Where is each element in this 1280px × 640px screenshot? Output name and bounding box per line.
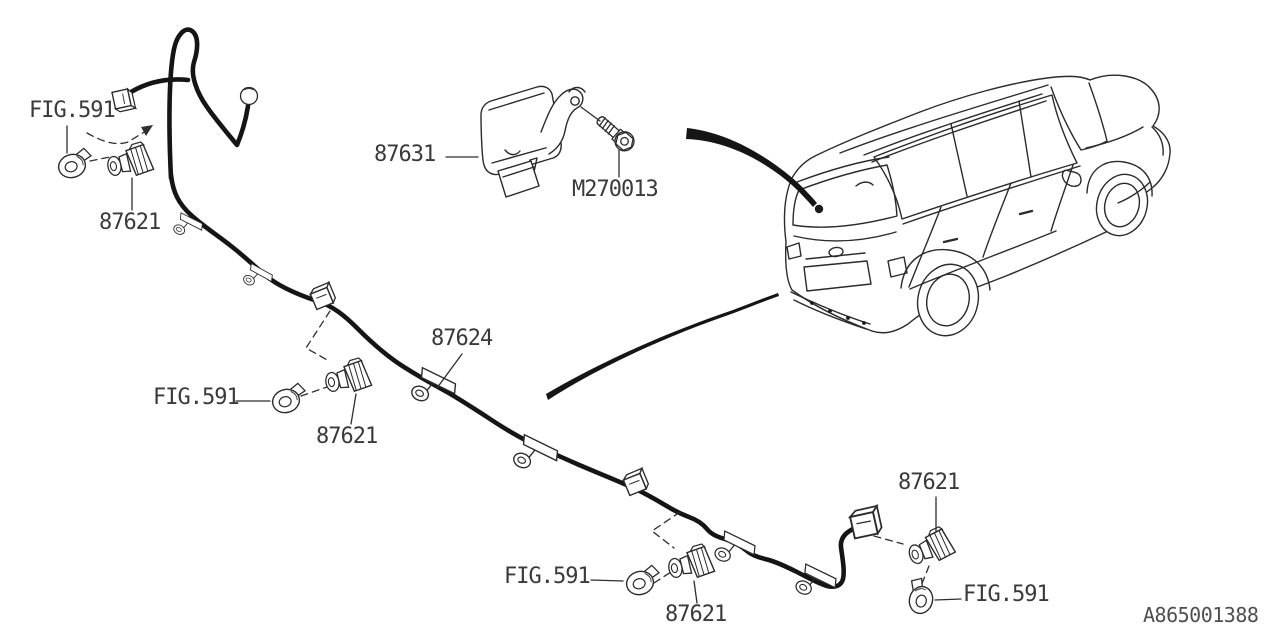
label-87621-middle: 87621 (316, 424, 378, 449)
label-fig591-right: FIG.591 (963, 582, 1050, 607)
bracket-87631-icon (480, 85, 586, 198)
vehicle-rear-glass (792, 164, 898, 228)
harness-location-dot (814, 204, 824, 214)
label-87621-right: 87621 (898, 470, 960, 495)
label-fig591-top-left: FIG.591 (29, 98, 116, 123)
vehicle-front-corner (1117, 126, 1164, 204)
diagram-code: A865001388 (1143, 603, 1259, 627)
harness-connector-cap-detail (243, 88, 255, 91)
label-fig591-bottom: FIG.591 (504, 564, 591, 589)
vehicle-spoiler-line (796, 156, 890, 183)
label-87631: 87631 (374, 142, 436, 167)
pointer-curve-top (686, 128, 817, 207)
label-87621-top-left: 87621 (99, 210, 161, 235)
harness-clip (510, 434, 562, 481)
grommet-icon (54, 146, 96, 182)
vehicle-front-arch (1086, 160, 1153, 197)
vehicle-rocker-line (909, 230, 1057, 290)
vehicle-door-shutlines (908, 164, 1074, 288)
harness-top-loop (167, 27, 251, 181)
vehicle-rear-rim (925, 273, 971, 327)
sonar-sensor-icon (322, 355, 373, 397)
vehicle-door-handles (942, 209, 1034, 244)
grommet-icon (903, 575, 939, 617)
sonar-sensor-icon (665, 541, 716, 583)
vehicle-body-outline (783, 74, 1171, 334)
harness-main-run (168, 172, 858, 590)
label-87624: 87624 (431, 326, 493, 351)
vehicle-gate-crease (793, 231, 897, 242)
harness-clip (792, 563, 840, 607)
pointer-curve-bottom (546, 293, 779, 400)
vehicle-rear-illustration (783, 74, 1171, 337)
label-leader-lines (66, 106, 962, 604)
vehicle-windshield-edges (1050, 82, 1108, 151)
harness-clip (171, 212, 205, 244)
harness-connector-cap (239, 86, 259, 106)
vehicle-beltline (902, 165, 1081, 225)
harness-end-connector (848, 504, 884, 540)
sonar-sensor-icon (104, 139, 155, 181)
harness-branch (128, 77, 191, 95)
vehicle-roof-line (839, 84, 1049, 154)
vehicle-window-pillars (950, 100, 1032, 197)
vehicle-rear-wiper (855, 181, 874, 187)
label-m270013: M270013 (572, 177, 659, 202)
vehicle-sonar-nubs (810, 301, 866, 325)
vehicle-taillights (786, 242, 908, 278)
vehicle-roof-rail (863, 93, 1047, 163)
harness-clip (241, 263, 275, 295)
vehicle-license-recess (803, 252, 872, 292)
label-fig591-middle: FIG.591 (153, 385, 240, 410)
sonar-sensor-icon (903, 523, 957, 570)
dashed-leader-lines (86, 130, 930, 587)
vehicle-side-glass (873, 94, 1078, 220)
label-87621-bottom: 87621 (665, 602, 727, 627)
bolt-m270013-icon (596, 116, 635, 152)
vehicle-front-rim (1103, 182, 1141, 228)
vehicle-mirror (1061, 169, 1082, 187)
vehicle-rear-arch (900, 248, 991, 291)
grommet-icon (268, 381, 310, 417)
leader-arrowhead (141, 125, 153, 136)
vehicle-hood-crease (1085, 126, 1144, 149)
